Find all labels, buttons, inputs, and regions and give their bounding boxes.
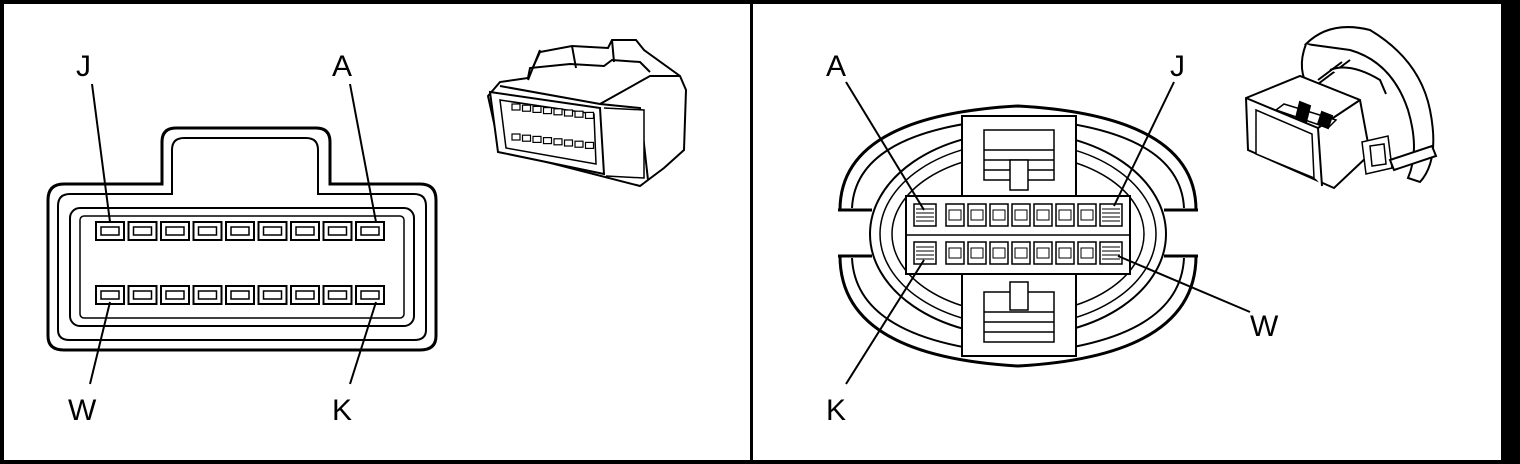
pin-cavity: [1077, 241, 1097, 265]
pin-cavity: [1055, 241, 1075, 265]
pin-cavity-3d: [521, 134, 532, 142]
pin-cavity: [967, 203, 987, 227]
pin-cavity: [1033, 241, 1053, 265]
right-pin-row-top: [913, 203, 1123, 227]
right-label-bottom-right: W: [1250, 310, 1279, 343]
pin-cavity: [225, 221, 255, 241]
pin-cavity: [127, 285, 158, 305]
right-connector-3d-view: [1244, 26, 1438, 190]
pin-cavity: [989, 241, 1009, 265]
pin-cavity-end: [1099, 203, 1123, 227]
pin-cavity: [1077, 203, 1097, 227]
pin-cavity: [322, 221, 353, 241]
pin-cavity: [160, 285, 190, 305]
pin-cavity-end: [1099, 241, 1123, 265]
pin-cavity-3d: [563, 109, 574, 117]
right-leader-lines: [845, 81, 1251, 385]
left-3d-pin-rows: [511, 103, 595, 149]
pin-cavity-end: [913, 241, 937, 265]
pin-cavity-3d: [511, 133, 521, 141]
pin-cavity: [225, 285, 255, 305]
pin-cavity: [945, 203, 965, 227]
pin-cavity: [290, 221, 320, 241]
pin-cavity: [192, 285, 223, 305]
left-leader-lines: [89, 83, 377, 385]
pin-cavity-3d: [584, 141, 595, 149]
left-label-top-right: A: [332, 50, 352, 83]
right-label-top-left: A: [826, 50, 846, 83]
pin-cavity-3d: [511, 103, 521, 111]
pin-cavity-3d: [584, 111, 595, 120]
pin-cavity-3d: [521, 104, 532, 112]
pin-cavity: [322, 285, 353, 305]
pin-cavity: [160, 221, 190, 241]
right-label-bottom-left: K: [826, 394, 846, 427]
pin-cavity: [989, 203, 1009, 227]
left-label-bottom-right: K: [332, 394, 352, 427]
pin-cavity: [1033, 203, 1053, 227]
left-pin-row-top: [95, 221, 385, 241]
right-label-top-right: J: [1170, 50, 1185, 83]
pin-cavity-3d: [574, 140, 584, 148]
pin-cavity-3d: [574, 110, 584, 118]
pin-cavity-3d: [563, 139, 574, 147]
pin-cavity: [1055, 203, 1075, 227]
pin-cavity: [967, 241, 987, 265]
left-connector-face: [46, 126, 438, 352]
pin-cavity: [355, 285, 385, 305]
pin-cavity-3d: [532, 135, 542, 143]
right-connector-face: [838, 104, 1198, 368]
pin-cavity-3d: [542, 106, 553, 115]
pin-cavity: [192, 221, 223, 241]
pin-cavity: [290, 285, 320, 305]
pin-cavity: [1011, 241, 1031, 265]
pin-cavity-end: [913, 203, 937, 227]
pin-cavity: [127, 221, 158, 241]
pin-cavity: [257, 221, 288, 241]
left-label-top-left: J: [76, 50, 91, 83]
left-pin-row-bottom: [95, 285, 385, 305]
pin-cavity-3d: [542, 137, 553, 145]
pin-cavity: [257, 285, 288, 305]
pin-cavity-3d: [553, 108, 563, 116]
pin-cavity: [945, 241, 965, 265]
pin-cavity: [1011, 203, 1031, 227]
pin-cavity-3d: [532, 105, 542, 114]
pin-cavity: [95, 285, 125, 305]
pin-cavity: [355, 221, 385, 241]
right-pin-row-bottom: [913, 241, 1123, 265]
pin-cavity: [95, 221, 125, 241]
pin-cavity-3d: [553, 138, 563, 146]
left-label-bottom-left: W: [68, 394, 97, 427]
